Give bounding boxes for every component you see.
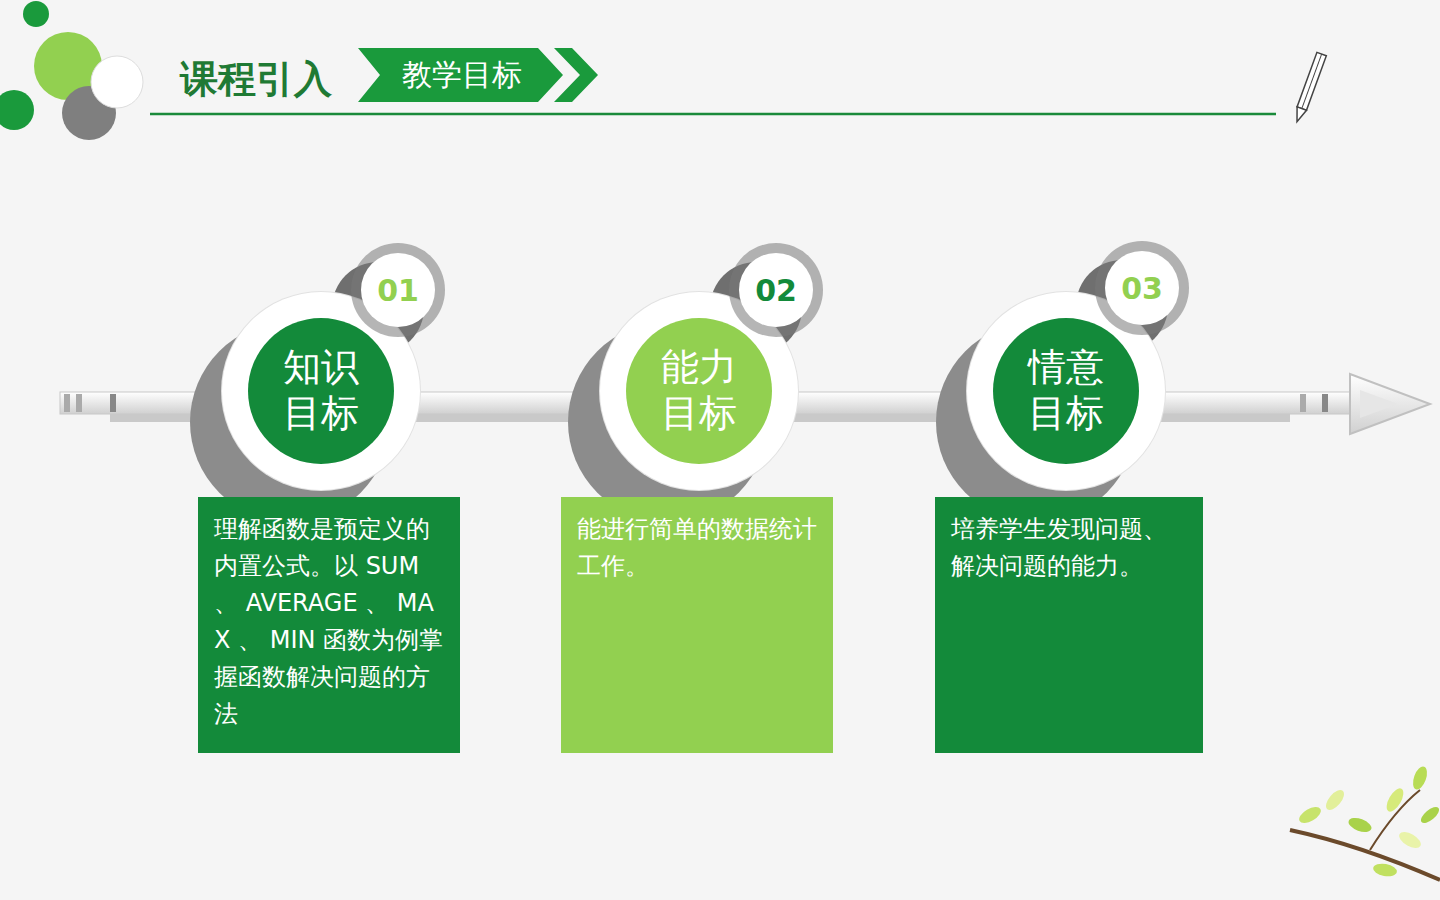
node-label: 能力 目标	[649, 345, 749, 436]
page-title: 课程引入	[180, 54, 332, 105]
section-tab: 教学目标	[358, 48, 598, 102]
goal-circle: 知识 目标	[248, 318, 394, 464]
step-number: 03	[1105, 251, 1179, 325]
shadow-circles	[190, 260, 1168, 522]
step-number: 02	[739, 253, 813, 327]
step-number-text: 03	[1121, 271, 1163, 306]
node-label: 知识 目标	[271, 345, 371, 436]
goal-circle: 情意 目标	[993, 318, 1139, 464]
node-label: 情意 目标	[1016, 345, 1116, 436]
step-number-text: 02	[755, 273, 797, 308]
header-rule	[150, 113, 1276, 116]
leaf-branch	[1290, 765, 1440, 880]
node-label: 教学目标	[402, 55, 522, 96]
step-number-text: 01	[377, 273, 419, 308]
goal-circle: 能力 目标	[626, 318, 772, 464]
corner-circles	[0, 1, 143, 140]
goal-box: 能进行简单的数据统计工作。	[561, 497, 833, 753]
pencil-icon	[1292, 52, 1326, 123]
goal-text: 能进行简单的数据统计工作。	[577, 511, 817, 585]
step-number: 01	[361, 253, 435, 327]
goal-text: 培养学生发现问题、解决问题的能力。	[951, 511, 1187, 585]
goal-box: 理解函数是预定义的内置公式。以 SUM 、 AVERAGE 、 MAX 、 MI…	[198, 497, 460, 753]
goal-box: 培养学生发现问题、解决问题的能力。	[935, 497, 1203, 753]
goal-text: 理解函数是预定义的内置公式。以 SUM 、 AVERAGE 、 MAX 、 MI…	[214, 511, 444, 733]
